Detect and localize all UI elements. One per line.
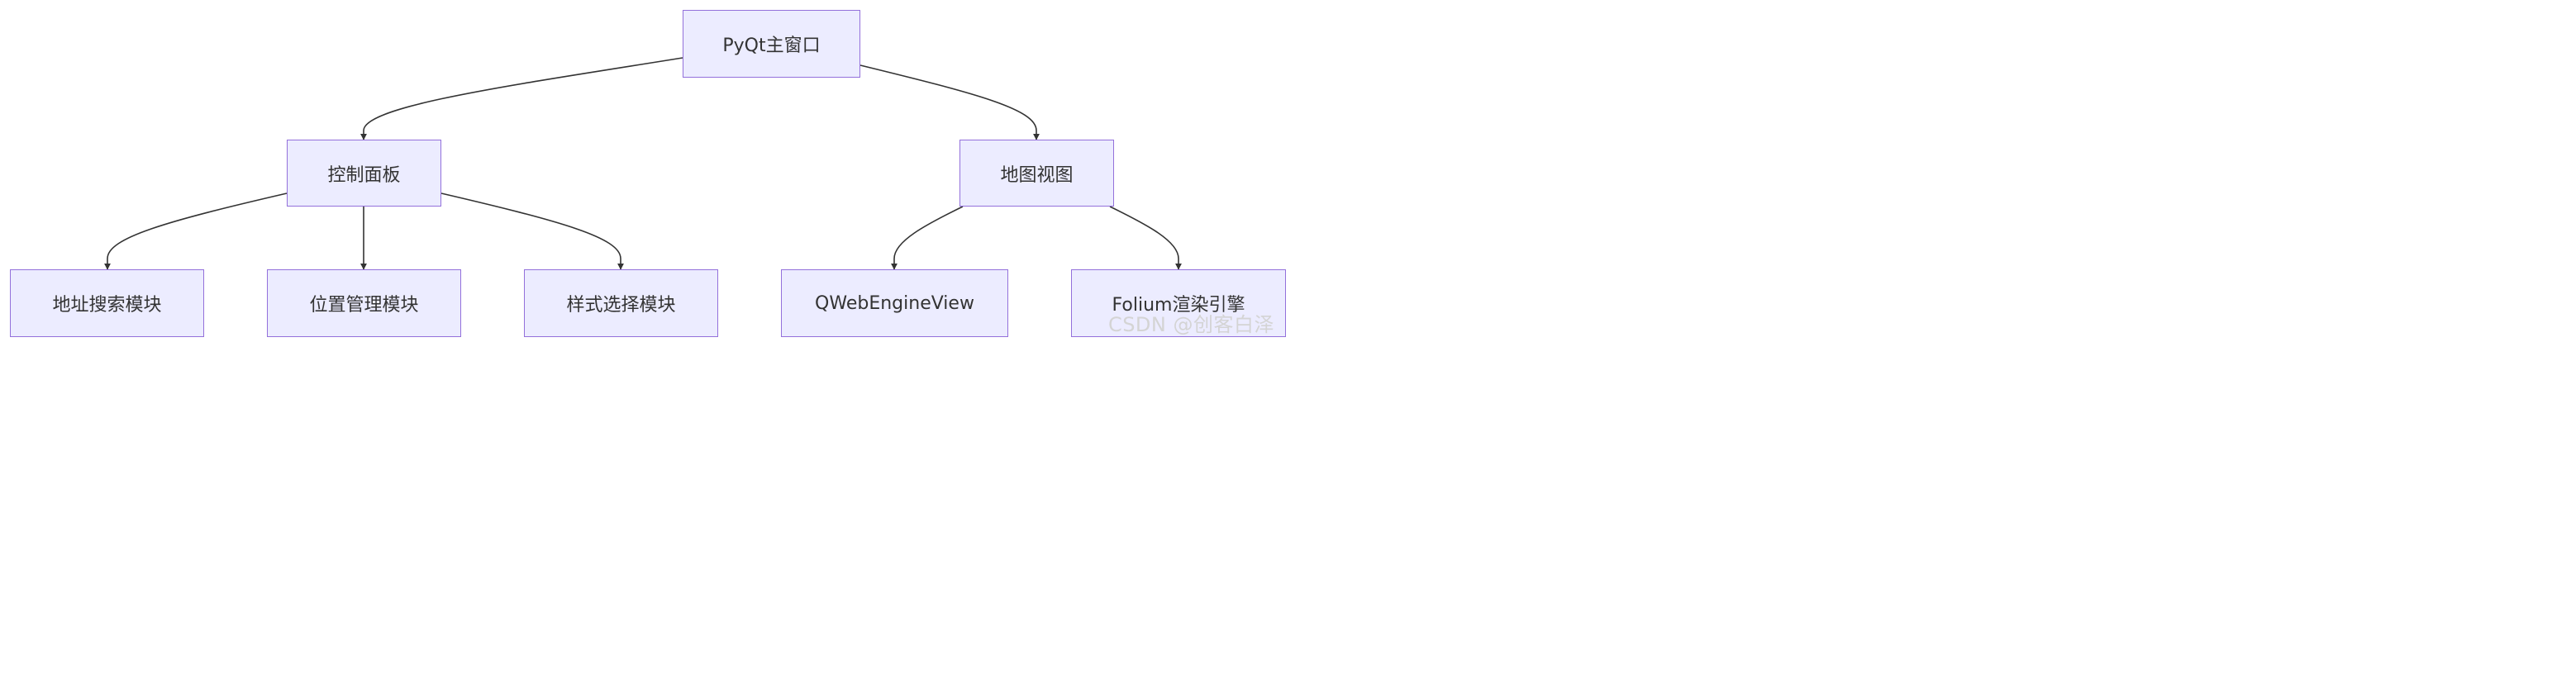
node-map-view: 地图视图 — [959, 140, 1114, 207]
edge-main-to-map-view — [859, 64, 1040, 140]
watermark-text: CSDN @创客白泽 — [1107, 313, 1274, 336]
node-location-management-module: 位置管理模块 — [267, 269, 461, 337]
node-label: Folium渲染引擎 — [1112, 295, 1245, 316]
node-pyqt-main-window: PyQt主窗口 — [683, 10, 860, 78]
node-address-search-module: 地址搜索模块 — [10, 269, 204, 337]
node-label: 样式选择模块 — [566, 295, 676, 316]
edge-control-panel-to-style-select — [440, 192, 624, 270]
edge-control-panel-to-address-search — [104, 192, 288, 270]
edge-map-view-to-folium-engine — [1109, 206, 1182, 270]
node-folium-render-engine: Folium渲染引擎 — [1071, 269, 1286, 337]
edge-map-view-to-web-engine — [891, 206, 964, 270]
node-label: 地址搜索模块 — [52, 295, 162, 316]
edge-main-to-control-panel — [360, 57, 683, 140]
node-qwebengineview: QWebEngineView — [781, 269, 1008, 337]
node-label: PyQt主窗口 — [722, 36, 821, 56]
edge-layer — [104, 57, 1182, 270]
node-control-panel: 控制面板 — [287, 140, 441, 207]
node-label: 地图视图 — [1000, 164, 1074, 186]
node-label: QWebEngineView — [815, 292, 974, 314]
node-label: 位置管理模块 — [309, 295, 419, 316]
node-style-selection-module: 样式选择模块 — [524, 269, 718, 337]
node-label: 控制面板 — [327, 164, 401, 186]
flowchart-diagram: PyQt主窗口 控制面板 地图视图 地址搜索模块 位置管理模块 样式选择模块 Q… — [0, 0, 1288, 342]
